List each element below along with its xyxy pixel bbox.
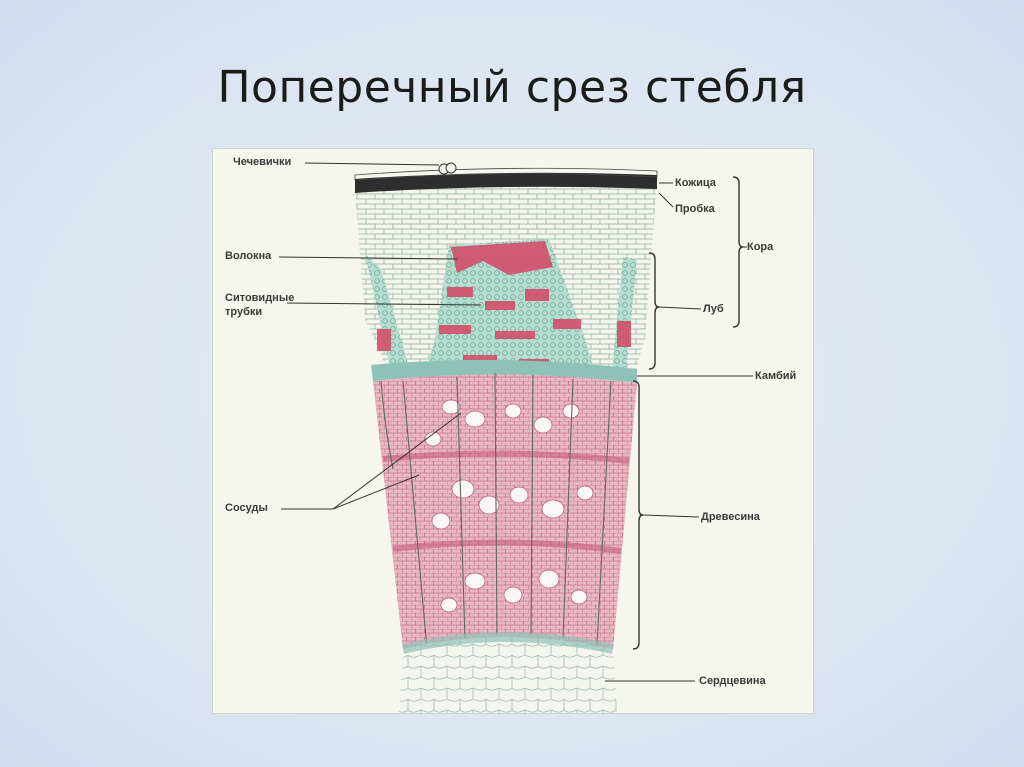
label-cork: Пробка bbox=[675, 203, 715, 215]
label-fibers: Волокна bbox=[225, 250, 272, 262]
label-wood: Древесина bbox=[701, 511, 760, 523]
label-lenticels: Чечевички bbox=[233, 156, 292, 168]
bracket-cortex bbox=[732, 176, 744, 328]
stem-diagram-svg bbox=[278, 162, 753, 713]
annual-rings bbox=[382, 450, 630, 554]
label-cambium: Камбий bbox=[755, 370, 797, 382]
label-vessels: Сосуды bbox=[225, 502, 268, 514]
stem-cross-section-figure: Чечевички Кожица Пробка Кора Волокна Сит… bbox=[212, 148, 814, 714]
phloem-left bbox=[365, 254, 413, 381]
bracket-bast bbox=[648, 252, 660, 370]
phloem-right bbox=[611, 257, 637, 381]
label-pith: Сердцевина bbox=[699, 675, 766, 687]
vessel-cells bbox=[424, 399, 594, 613]
label-bast: Луб bbox=[703, 303, 724, 315]
label-epidermis: Кожица bbox=[675, 177, 716, 189]
bracket-wood bbox=[632, 380, 644, 650]
pith-tissue bbox=[399, 637, 617, 713]
label-cortex: Кора bbox=[747, 241, 774, 253]
label-sieve-tubes-line1: Ситовидные bbox=[225, 292, 295, 304]
label-sieve-tubes-line2: трубки bbox=[225, 306, 263, 318]
slide-title: Поперечный срез стебля bbox=[217, 62, 807, 113]
leader-lines bbox=[278, 162, 753, 682]
cambium-band bbox=[371, 359, 637, 383]
epidermis-band bbox=[355, 172, 657, 193]
medullary-rays bbox=[380, 372, 612, 650]
xylem-wood bbox=[373, 374, 637, 649]
